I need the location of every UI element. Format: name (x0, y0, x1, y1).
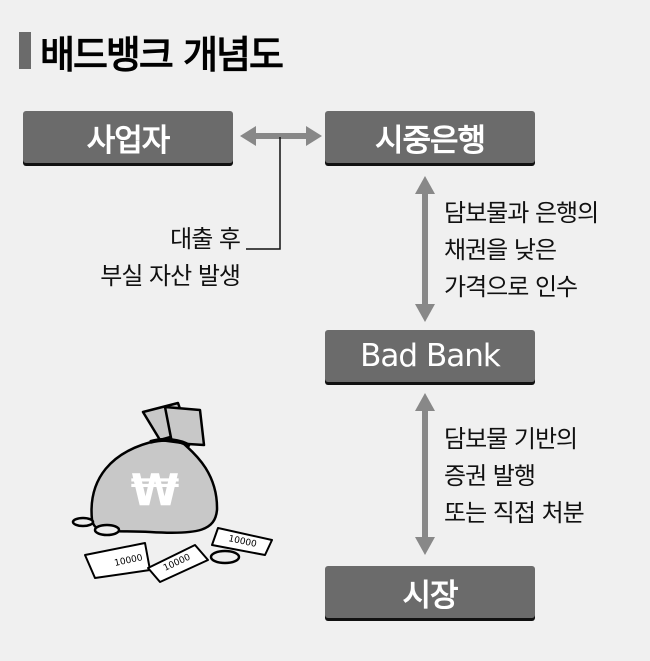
loan-leader-line (246, 137, 281, 250)
title-marker (19, 32, 31, 69)
label-line: 담보물과 은행의 (444, 199, 599, 227)
node-business: 사업자 (23, 111, 233, 163)
arrow-head-down (415, 304, 435, 322)
dispose-label: 담보물 기반의 증권 발행 또는 직접 처분 (444, 421, 585, 532)
arrow-head-down (415, 537, 435, 555)
won-symbol: ₩ (131, 465, 180, 516)
label-line: 채권을 낮은 (444, 236, 557, 264)
label-line: 가격으로 인수 (444, 273, 578, 301)
node-badbank: Bad Bank (325, 330, 535, 382)
diagram-title: 배드뱅크 개념도 (40, 33, 284, 77)
node-market: 시장 (325, 566, 535, 618)
loan-label: 대출 후 부실 자산 발생 (100, 221, 241, 295)
label-line: 부실 자산 발생 (100, 262, 241, 290)
node-bank: 시중은행 (325, 111, 535, 163)
arrow-head-up (415, 393, 435, 411)
business-bank-arrow-shaft (252, 133, 312, 139)
arrow-head-up (415, 176, 435, 194)
label-line: 대출 후 (170, 225, 241, 253)
arrow-head-right (306, 126, 322, 146)
label-line: 또는 직접 처분 (444, 499, 585, 527)
bank-badbank-arrow-shaft (422, 188, 428, 310)
arrow-head-left (240, 126, 256, 146)
badbank-market-arrow-shaft (422, 405, 428, 543)
money-bag-illustration (71, 401, 273, 583)
acquire-label: 담보물과 은행의 채권을 낮은 가격으로 인수 (444, 195, 599, 306)
label-line: 담보물 기반의 (444, 425, 578, 453)
label-line: 증권 발행 (444, 462, 536, 490)
